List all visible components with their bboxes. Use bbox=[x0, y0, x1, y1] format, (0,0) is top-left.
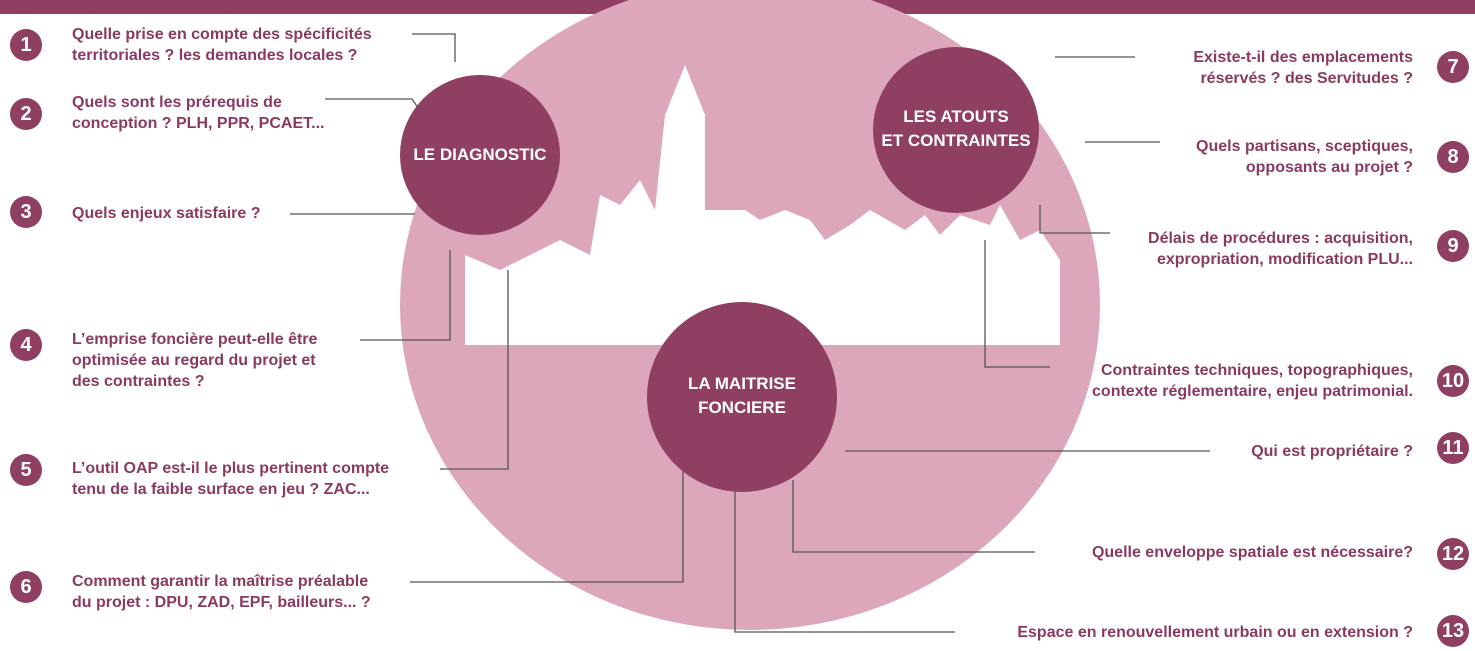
connector-1 bbox=[412, 33, 456, 62]
connector-5 bbox=[440, 270, 509, 470]
connector-9 bbox=[1039, 205, 1110, 234]
number-badge-3: 3 bbox=[10, 196, 42, 228]
question-4: L’emprise foncière peut-elle être optimi… bbox=[72, 329, 317, 392]
question-9-line-1: Délais de procédures : acquisition, bbox=[1148, 230, 1413, 247]
connector-2 bbox=[325, 98, 426, 119]
number-badge-13: 13 bbox=[1437, 615, 1469, 647]
circle-diagnostic bbox=[400, 75, 560, 235]
question-2-line-1: Quels sont les prérequis de bbox=[72, 94, 282, 111]
question-5-line-2: tenu de la faible surface en jeu ? ZAC..… bbox=[72, 481, 370, 498]
question-1-line-1: Quelle prise en compte des spécificités bbox=[72, 26, 372, 43]
number-badge-10: 10 bbox=[1437, 365, 1469, 397]
question-5-line-1: L’outil OAP est-il le plus pertinent com… bbox=[72, 460, 390, 477]
question-7: Existe-t-il des emplacements réservés ? … bbox=[1193, 47, 1413, 89]
question-2: Quels sont les prérequis de conception ?… bbox=[72, 92, 324, 134]
question-1: Quelle prise en compte des spécificités … bbox=[72, 24, 372, 66]
question-12-line-1: Quelle enveloppe spatiale est nécessaire… bbox=[1091, 544, 1413, 561]
question-6-line-1: Comment garantir la maîtrise préalable bbox=[72, 573, 369, 590]
question-9-line-2: expropriation, modification PLU... bbox=[1156, 251, 1413, 268]
question-7-line-1: Existe-t-il des emplacements bbox=[1193, 49, 1413, 66]
connector-lines bbox=[290, 33, 1210, 633]
question-4-line-3: des contraintes ? bbox=[72, 373, 205, 390]
question-6: Comment garantir la maîtrise préalable d… bbox=[72, 571, 371, 613]
question-11-line-1: Qui est propriétaire ? bbox=[1251, 443, 1413, 460]
question-5: L’outil OAP est-il le plus pertinent com… bbox=[72, 458, 389, 500]
number-badge-1: 1 bbox=[10, 29, 42, 61]
connector-4 bbox=[360, 250, 451, 341]
question-10-line-1: Contraintes techniques, topographiques, bbox=[1100, 362, 1413, 379]
question-9: Délais de procédures : acquisition, expr… bbox=[1148, 228, 1413, 270]
connector-12 bbox=[792, 480, 1035, 553]
question-2-line-2: conception ? PLH, PPR, PCAET... bbox=[72, 115, 325, 132]
circle-label-line: LA MAITRISE bbox=[688, 374, 796, 393]
circle-label-line: LE DIAGNOSTIC bbox=[413, 145, 547, 164]
question-3: Quels enjeux satisfaire ? bbox=[72, 203, 261, 224]
number-badge-5: 5 bbox=[10, 454, 42, 486]
connector-13 bbox=[734, 485, 955, 633]
circle-label-line: LES ATOUTS bbox=[903, 107, 1009, 126]
circle-maitrise bbox=[647, 302, 837, 492]
connector-10 bbox=[984, 240, 1050, 368]
question-4-line-2: optimisée au regard du projet et bbox=[72, 352, 316, 369]
circle-atouts bbox=[873, 47, 1039, 213]
question-10-line-2: contexte réglementaire, enjeu patrimonia… bbox=[1092, 383, 1413, 400]
number-badge-6: 6 bbox=[10, 571, 42, 603]
number-badge-2: 2 bbox=[10, 98, 42, 130]
question-7-line-2: réservés ? des Servitudes ? bbox=[1200, 70, 1413, 87]
circle-label-line: FONCIERE bbox=[698, 398, 786, 417]
question-12: Quelle enveloppe spatiale est nécessaire… bbox=[1092, 542, 1413, 563]
connector-6 bbox=[410, 468, 684, 583]
number-badge-11: 11 bbox=[1437, 432, 1469, 464]
question-8-line-1: Quels partisans, sceptiques, bbox=[1196, 138, 1413, 155]
circle-label-diagnostic: LE DIAGNOSTIC bbox=[400, 143, 560, 167]
number-badge-4: 4 bbox=[10, 329, 42, 361]
question-4-line-1: L’emprise foncière peut-elle être bbox=[72, 331, 318, 348]
circle-label-line: ET CONTRAINTES bbox=[881, 131, 1031, 150]
number-badge-7: 7 bbox=[1437, 51, 1469, 83]
question-10: Contraintes techniques, topographiques, … bbox=[1092, 360, 1413, 402]
question-6-line-2: du projet : DPU, ZAD, EPF, bailleurs... … bbox=[72, 594, 371, 611]
question-1-line-2: territoriales ? les demandes locales ? bbox=[72, 47, 358, 64]
question-3-line-1: Quels enjeux satisfaire ? bbox=[72, 205, 261, 222]
number-badge-9: 9 bbox=[1437, 230, 1469, 262]
number-badge-12: 12 bbox=[1437, 538, 1469, 570]
number-badge-8: 8 bbox=[1437, 141, 1469, 173]
question-11: Qui est propriétaire ? bbox=[1251, 441, 1413, 462]
question-13: Espace en renouvellement urbain ou en ex… bbox=[1017, 622, 1413, 643]
question-13-line-1: Espace en renouvellement urbain ou en ex… bbox=[1017, 624, 1413, 641]
circle-label-maitrise: LA MAITRISE FONCIERE bbox=[660, 372, 824, 420]
circle-label-atouts: LES ATOUTS ET CONTRAINTES bbox=[873, 105, 1039, 153]
town-silhouette bbox=[465, 65, 1060, 345]
question-8: Quels partisans, sceptiques, opposants a… bbox=[1196, 136, 1413, 178]
question-8-line-2: opposants au projet ? bbox=[1245, 159, 1413, 176]
